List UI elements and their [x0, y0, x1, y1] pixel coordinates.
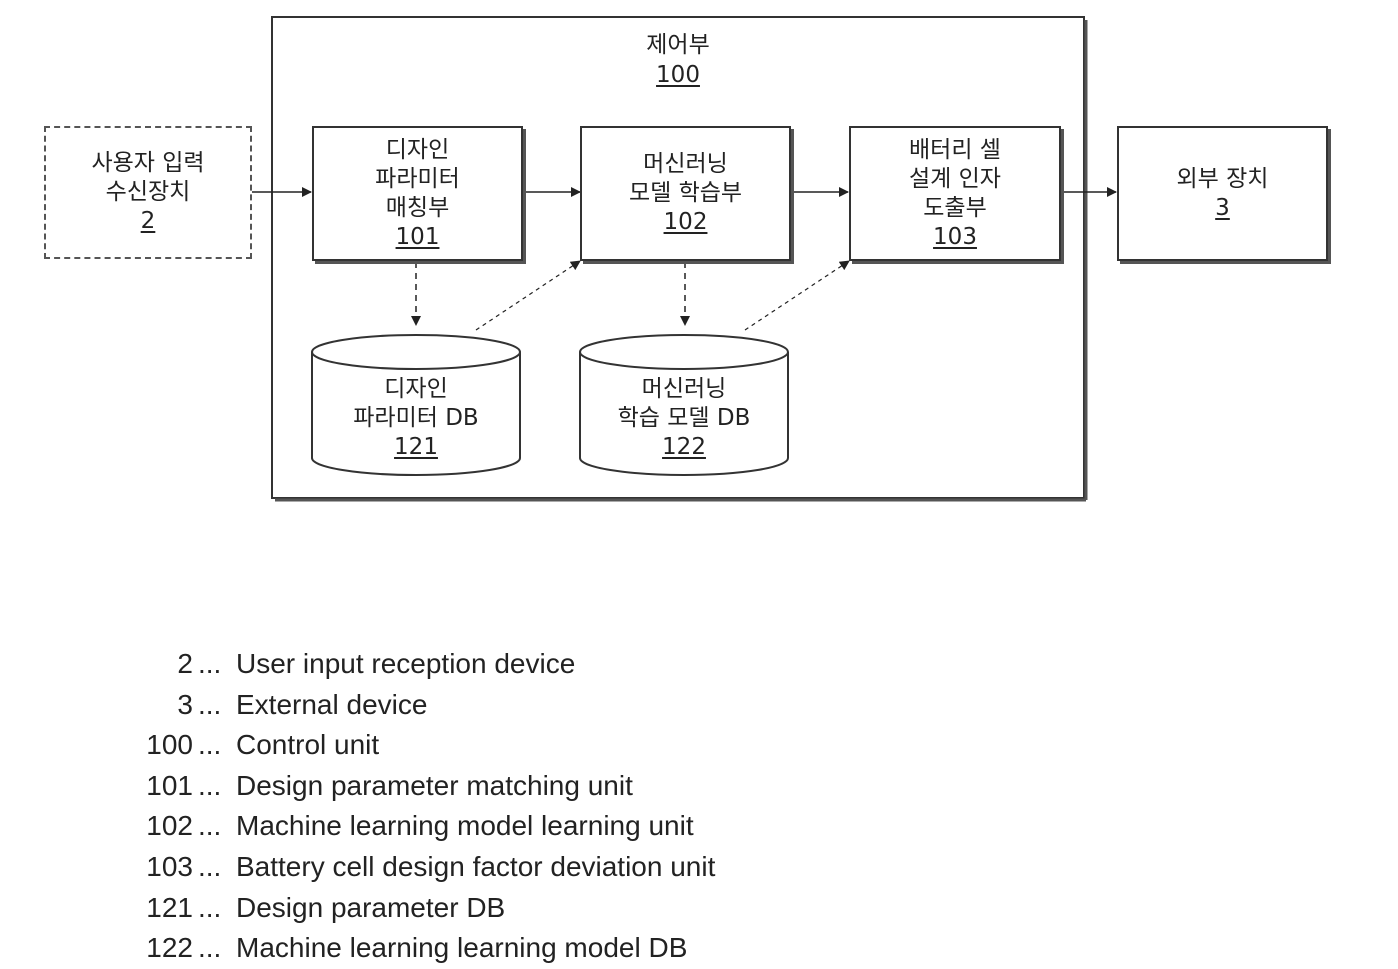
legend-row: 103 ... Battery cell design factor devia… [0, 847, 1398, 888]
legend-number: 100 [146, 725, 193, 766]
legend-row: 121 ... Design parameter DB [0, 888, 1398, 929]
legend-number: 121 [146, 888, 193, 929]
battery-derivation-line3: 도출부 [923, 194, 986, 223]
design-db-line1: 디자인 [384, 375, 447, 404]
battery-derivation-box: 배터리 셀 설계 인자 도출부 103 [849, 126, 1061, 261]
dashed-arrow-db122-to-derivation [745, 261, 849, 330]
legend-row: 3 ... External device [0, 685, 1398, 726]
design-db-label: 디자인 파라미터 DB 121 [312, 375, 520, 462]
battery-derivation-ref: 103 [933, 224, 977, 250]
legend-description: Machine learning model learning unit [236, 806, 694, 847]
external-device-box: 외부 장치 3 [1117, 126, 1328, 261]
legend-row: 2 ... User input reception device [0, 644, 1398, 685]
design-db-ref: 121 [394, 434, 438, 460]
ml-learning-ref: 102 [664, 209, 708, 235]
legend-separator: ... [198, 725, 221, 766]
legend-row: 100 ... Control unit [0, 725, 1398, 766]
ml-learning-line1: 머신러닝 [643, 150, 728, 179]
battery-derivation-line1: 배터리 셀 [909, 136, 1001, 165]
reference-legend: 2 ... User input reception device 3 ... … [0, 644, 1398, 969]
legend-separator: ... [198, 685, 221, 726]
legend-description: Design parameter DB [236, 888, 505, 929]
design-matching-line2: 파라미터 [375, 165, 460, 194]
legend-description: External device [236, 685, 427, 726]
user-input-device-box: 사용자 입력 수신장치 2 [44, 126, 252, 259]
legend-description: User input reception device [236, 644, 575, 685]
external-device-ref: 3 [1215, 195, 1230, 221]
control-unit-label: 제어부 [272, 30, 1084, 60]
external-device-line1: 외부 장치 [1177, 165, 1269, 194]
design-matching-line1: 디자인 [386, 136, 449, 165]
legend-description: Battery cell design factor deviation uni… [236, 847, 715, 888]
legend-description: Control unit [236, 725, 379, 766]
user-input-line2: 수신장치 [106, 178, 191, 207]
legend-description: Machine learning learning model DB [236, 928, 687, 969]
design-db-line2: 파라미터 DB [353, 404, 478, 433]
user-input-line1: 사용자 입력 [91, 149, 204, 178]
design-matching-line3: 매칭부 [386, 194, 449, 223]
legend-description: Design parameter matching unit [236, 766, 633, 807]
legend-number: 103 [146, 847, 193, 888]
user-input-ref: 2 [141, 208, 156, 234]
legend-number: 102 [146, 806, 193, 847]
legend-number: 2 [177, 644, 193, 685]
legend-row: 122 ... Machine learning learning model … [0, 928, 1398, 969]
ml-db-line1: 머신러닝 [642, 375, 727, 404]
ml-learning-line2: 모델 학습부 [629, 179, 742, 208]
legend-separator: ... [198, 888, 221, 929]
ml-db-ref: 122 [662, 434, 706, 460]
dashed-arrow-db121-to-learning [476, 261, 580, 330]
design-matching-ref: 101 [396, 224, 440, 250]
ml-db-label: 머신러닝 학습 모델 DB 122 [580, 375, 788, 462]
control-unit-title: 제어부 100 [272, 30, 1084, 90]
ml-db-line2: 학습 모델 DB [618, 404, 751, 433]
legend-separator: ... [198, 847, 221, 888]
battery-derivation-line2: 설계 인자 [909, 165, 1001, 194]
legend-number: 101 [146, 766, 193, 807]
legend-separator: ... [198, 766, 221, 807]
legend-separator: ... [198, 928, 221, 969]
control-unit-ref: 100 [656, 62, 700, 88]
legend-number: 3 [177, 685, 193, 726]
legend-row: 101 ... Design parameter matching unit [0, 766, 1398, 807]
legend-separator: ... [198, 644, 221, 685]
legend-number: 122 [146, 928, 193, 969]
legend-row: 102 ... Machine learning model learning … [0, 806, 1398, 847]
ml-learning-box: 머신러닝 모델 학습부 102 [580, 126, 791, 261]
design-matching-box: 디자인 파라미터 매칭부 101 [312, 126, 523, 261]
legend-separator: ... [198, 806, 221, 847]
